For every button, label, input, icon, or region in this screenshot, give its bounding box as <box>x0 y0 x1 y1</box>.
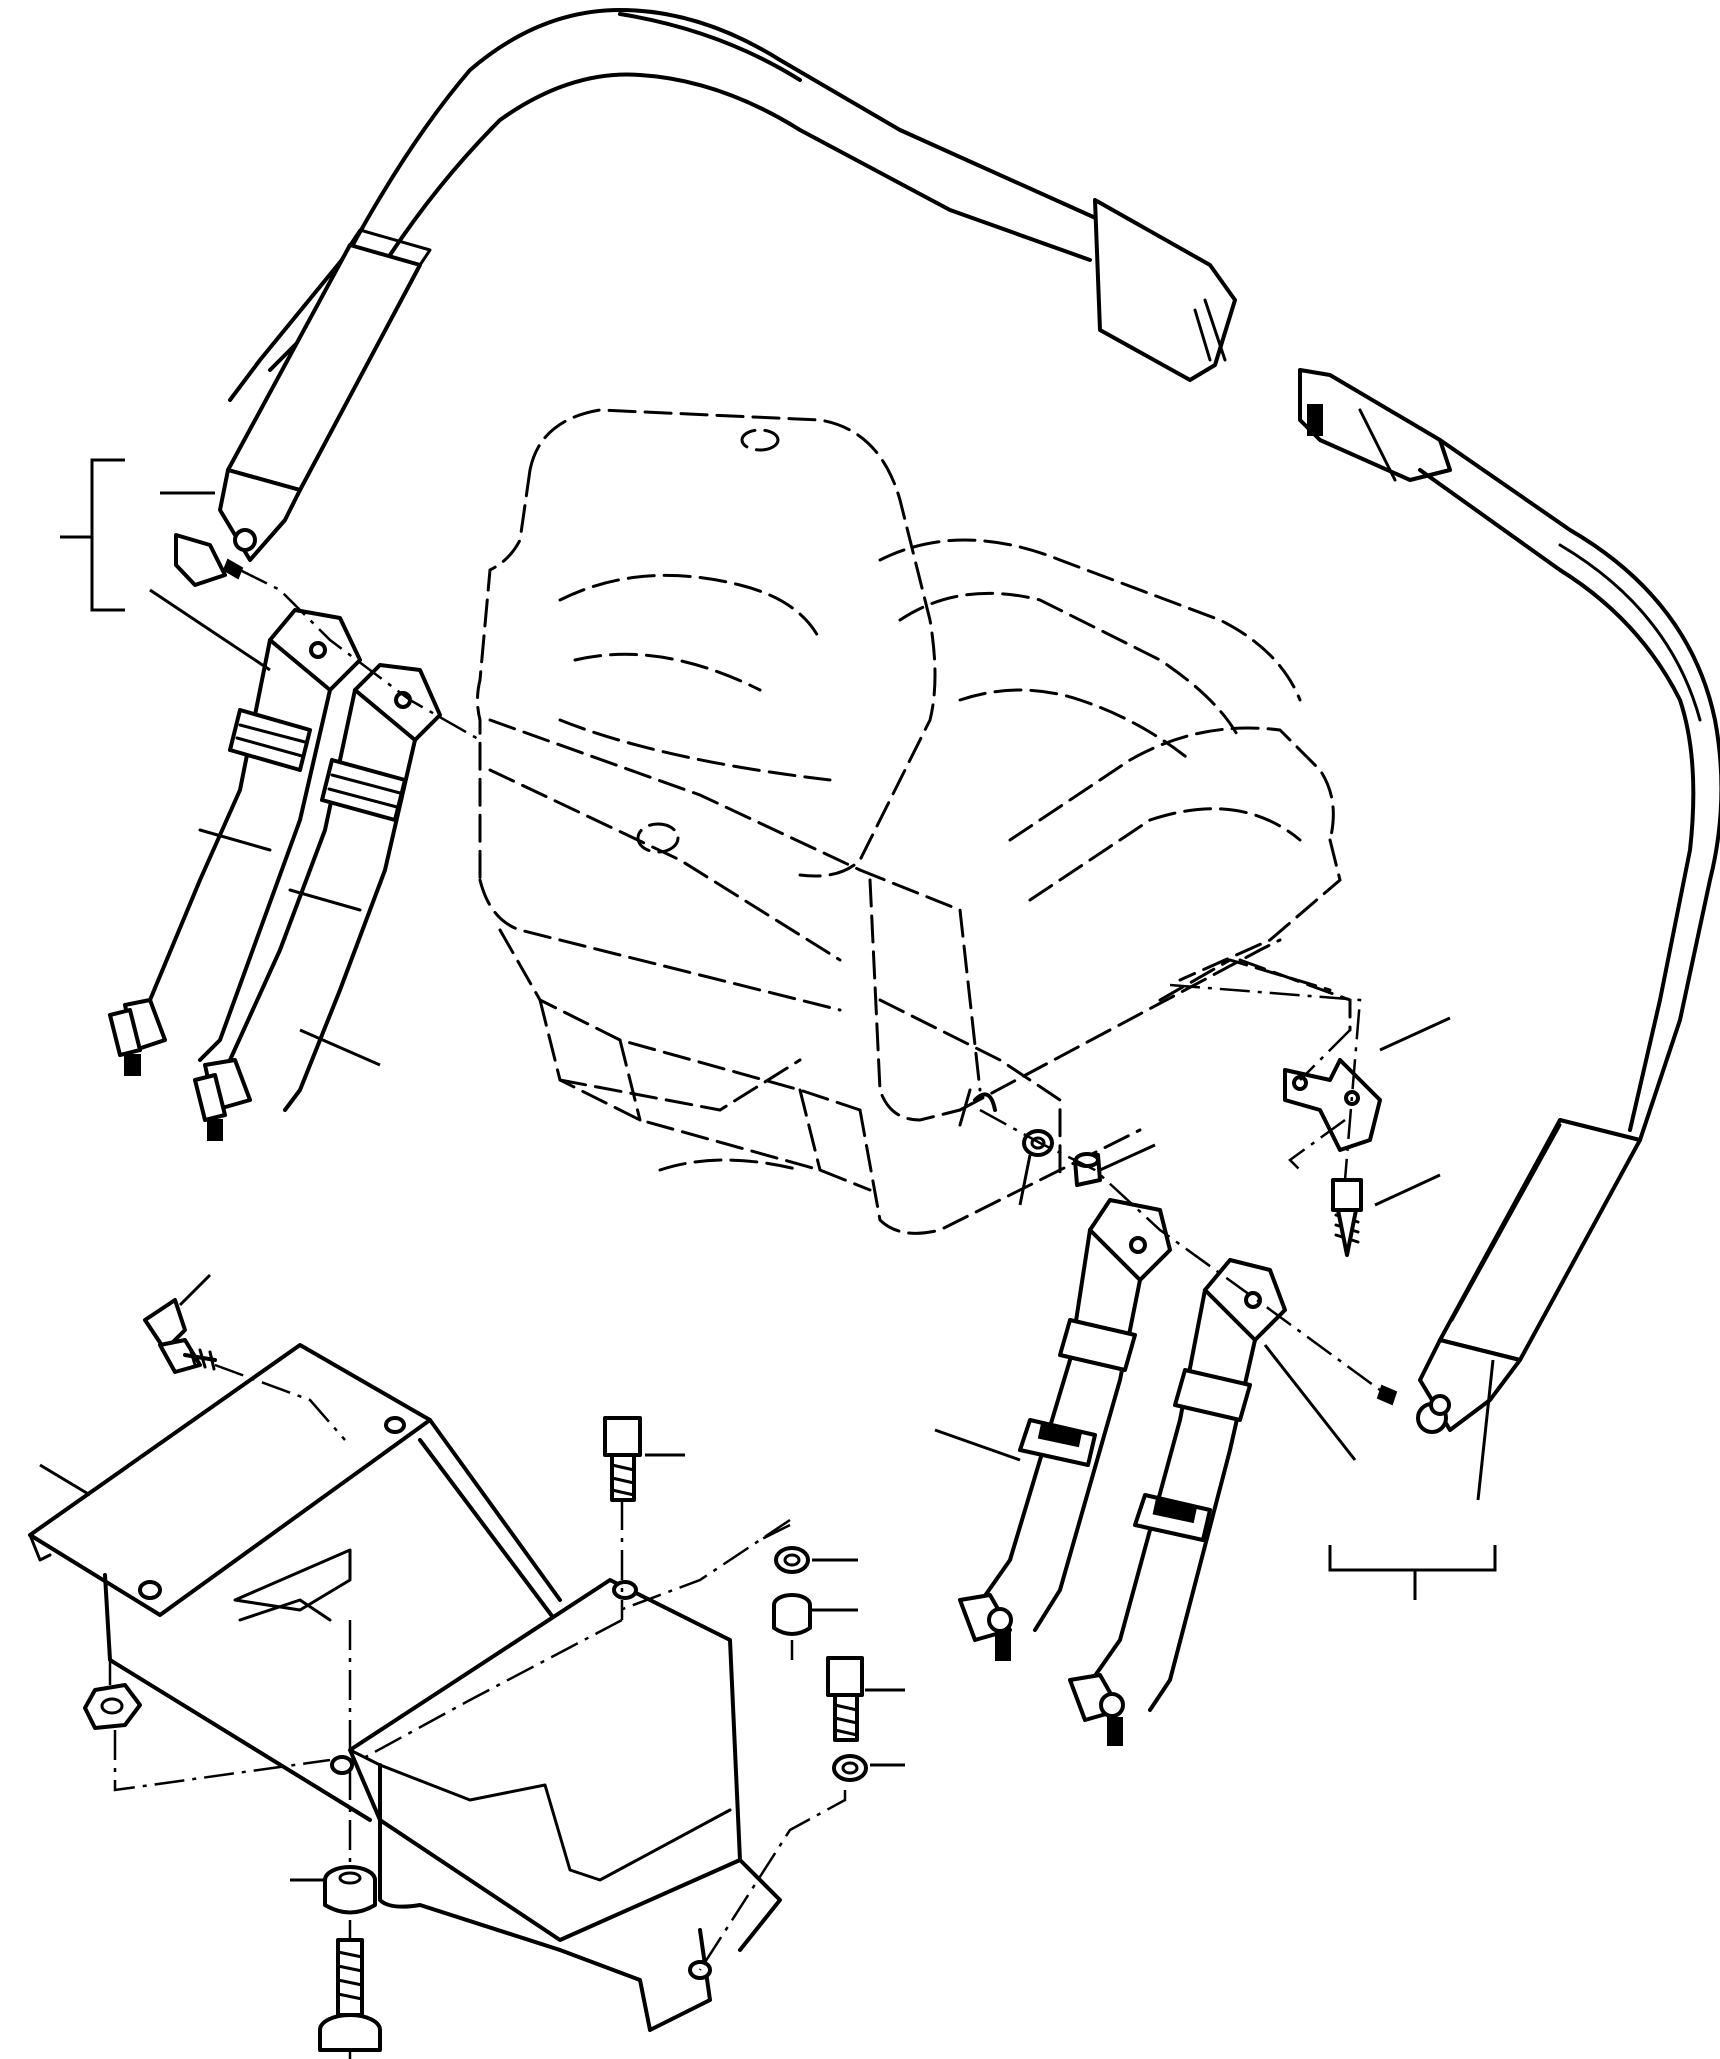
callout-leaders <box>39 458 1497 1882</box>
shoulder-belt-right <box>1298 368 1720 1434</box>
bushing <box>323 1865 377 1915</box>
spacer-collar <box>1073 1152 1102 1187</box>
stud-bolt <box>318 1938 382 2052</box>
hex-bolt-lower <box>826 1656 864 1742</box>
buckle-right-inner <box>958 1198 1172 1661</box>
shoulder-belt-left <box>174 8 1237 587</box>
buckle-left-inner <box>108 608 362 1076</box>
lock-washer-lower <box>832 1754 868 1782</box>
seat-bracket-right <box>1283 1058 1382 1152</box>
hex-nut-left <box>83 1683 142 1730</box>
wing-bolt <box>143 1298 217 1374</box>
seat-hook <box>958 1088 997 1127</box>
buckle-right-outer <box>1068 1258 1287 1746</box>
tapping-screw <box>1331 1178 1363 1257</box>
hex-nut-right <box>772 1593 812 1636</box>
lock-washer-upper <box>774 1546 810 1574</box>
hex-bolt-upper <box>603 1416 642 1502</box>
seat-phantom <box>476 408 1352 1235</box>
buckle-left-outer <box>193 663 442 1141</box>
mounting-bracket <box>28 1343 782 2032</box>
alignment-lines <box>108 568 1381 2059</box>
